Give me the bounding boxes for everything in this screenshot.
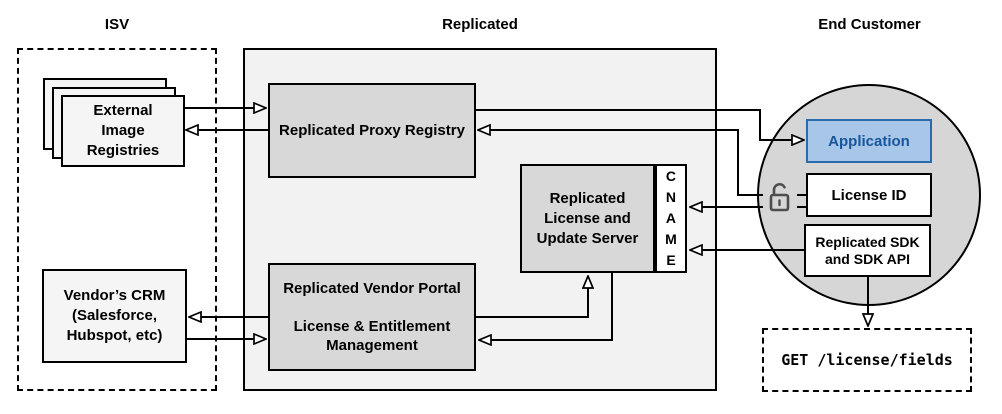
application-label: Application xyxy=(828,132,910,150)
node-replicated-sdk: Replicated SDK and SDK API xyxy=(804,224,931,277)
section-label-replicated: Replicated xyxy=(442,16,518,33)
get-license-fields-label: GET /license/fields xyxy=(781,351,953,369)
node-replicated-vendor-portal: Replicated Vendor Portal License & Entit… xyxy=(268,263,476,371)
node-external-image-registries: External Image Registries xyxy=(61,95,185,167)
proxy-registry-label: Replicated Proxy Registry xyxy=(279,122,465,139)
node-replicated-proxy-registry: Replicated Proxy Registry xyxy=(268,83,476,178)
vendor-portal-label: Replicated Vendor Portal License & Entit… xyxy=(283,280,461,354)
node-license-id: License ID xyxy=(806,173,932,217)
external-image-registries-label: External Image Registries xyxy=(86,102,160,159)
license-update-server-label: Replicated License and Update Server xyxy=(536,189,639,247)
node-get-license-fields: GET /license/fields xyxy=(762,328,972,392)
node-vendors-crm: Vendor’s CRM (Salesforce, Hubspot, etc) xyxy=(42,269,187,363)
node-cname: C N A M E xyxy=(655,164,687,273)
node-license-update-server: Replicated License and Update Server xyxy=(520,164,655,273)
section-label-end-customer: End Customer xyxy=(818,16,921,33)
section-label-isv: ISV xyxy=(104,16,130,33)
cname-label: C N A M E xyxy=(665,168,677,268)
vendors-crm-label: Vendor’s CRM (Salesforce, Hubspot, etc) xyxy=(63,287,166,344)
license-id-label: License ID xyxy=(831,186,907,204)
node-application: Application xyxy=(806,119,932,163)
replicated-sdk-label: Replicated SDK and SDK API xyxy=(815,233,920,267)
open-lock-icon xyxy=(763,179,797,216)
